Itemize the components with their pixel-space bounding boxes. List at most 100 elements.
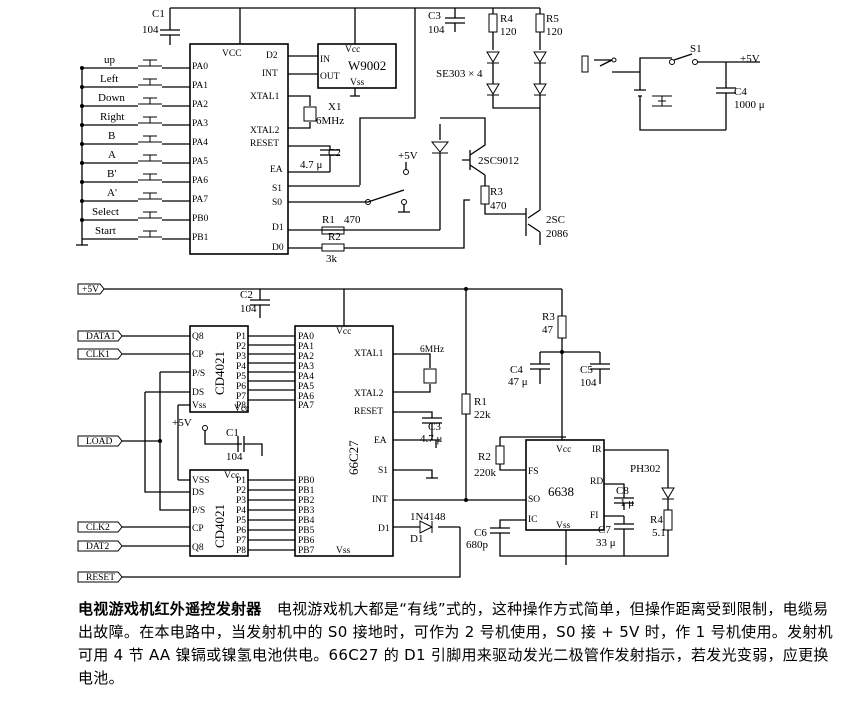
svg-text:DAT2: DAT2 — [86, 542, 109, 552]
svg-text:PA0: PA0 — [298, 332, 314, 342]
svg-text:Vss: Vss — [556, 521, 571, 531]
bottom-c5: C5 104 — [580, 352, 610, 389]
top-r4: R4 120 — [488, 8, 517, 50]
svg-text:C5: C5 — [580, 364, 593, 376]
svg-text:XTAL2: XTAL2 — [250, 126, 280, 136]
svg-text:+5V: +5V — [172, 417, 192, 429]
svg-text:Left: Left — [100, 73, 118, 85]
svg-text:R1: R1 — [474, 396, 487, 408]
bottom-c1: +5V C1 104 — [172, 417, 263, 463]
svg-text:CP: CP — [192, 350, 204, 360]
svg-text:P7: P7 — [236, 392, 246, 402]
svg-text:C4: C4 — [510, 364, 523, 376]
bottom-mcu-66c27: Vcc 66C27 PA0 PA1 PA2 PA3 PA4 PA5 PA6 PA… — [294, 289, 394, 557]
top-c3: C3 104 — [428, 8, 465, 36]
svg-text:XTAL2: XTAL2 — [354, 389, 384, 399]
svg-text:R2: R2 — [328, 231, 341, 243]
top-w9002: Vcc IN W9002 OUT Vss — [288, 8, 397, 97]
svg-text:Vss: Vss — [350, 78, 365, 88]
top-r3: R3 470 — [480, 175, 526, 215]
button-a: A — [80, 149, 190, 165]
svg-text:5.1: 5.1 — [652, 527, 666, 539]
svg-text:Vcc: Vcc — [234, 404, 249, 414]
svg-text:C2: C2 — [240, 289, 253, 301]
bottom-ic-6638: Vcc FS SO 6638 IC Vss IR RD FI — [525, 439, 669, 565]
svg-text:D1: D1 — [410, 533, 423, 545]
svg-text:Q8: Q8 — [192, 332, 204, 342]
svg-text:PA7: PA7 — [298, 401, 314, 411]
svg-text:PA0: PA0 — [192, 62, 208, 72]
svg-text:680p: 680p — [466, 539, 489, 551]
bottom-input-plus5v: +5V — [77, 283, 562, 295]
svg-text:PB6: PB6 — [298, 536, 315, 546]
svg-text:Vcc: Vcc — [345, 45, 360, 55]
svg-text:IN: IN — [320, 55, 330, 65]
top-power: S1 +5V C4 1000 μ — [581, 43, 765, 131]
svg-text:P7: P7 — [236, 536, 246, 546]
svg-text:A': A' — [107, 187, 117, 199]
svg-text:XTAL1: XTAL1 — [250, 92, 280, 102]
top-r1: R1 470 — [321, 214, 361, 235]
top-leds: SE303 × 4 — [288, 8, 547, 187]
svg-text:C7: C7 — [598, 524, 611, 536]
bottom-c2: C2 104 — [240, 289, 270, 318]
top-r5: R5 120 — [535, 8, 563, 50]
svg-text:Q8: Q8 — [192, 543, 204, 553]
svg-text:+5V: +5V — [398, 150, 418, 162]
svg-text:CLK2: CLK2 — [86, 523, 110, 533]
top-mcu-vcc: VCC — [222, 49, 242, 59]
svg-text:Vcc: Vcc — [224, 471, 239, 481]
svg-text:FI: FI — [590, 511, 598, 521]
svg-text:47: 47 — [542, 324, 554, 336]
button-left: Left — [80, 73, 190, 89]
top-buttons: up Left Down Right B — [80, 54, 190, 240]
svg-text:P2: P2 — [236, 486, 246, 496]
svg-text:Select: Select — [92, 206, 119, 218]
svg-text:C6: C6 — [474, 527, 487, 539]
svg-text:PB7: PB7 — [298, 546, 315, 556]
top-q2: 2SC 2086 — [525, 108, 569, 245]
button-a-prime: A' — [80, 187, 190, 203]
svg-text:C1: C1 — [226, 427, 239, 439]
svg-text:CD4021: CD4021 — [212, 504, 227, 548]
svg-text:PB4: PB4 — [298, 516, 315, 526]
svg-text:PB1: PB1 — [192, 233, 209, 243]
svg-text:1000 μ: 1000 μ — [734, 99, 765, 111]
svg-text:Right: Right — [100, 111, 124, 123]
bottom-inputs: DATA1 CLK1 LOAD CLK2 DAT2 RESET — [77, 330, 461, 583]
svg-text:22k: 22k — [474, 409, 491, 421]
svg-text:Down: Down — [98, 92, 125, 104]
button-up: up — [80, 54, 190, 70]
svg-text:2SC: 2SC — [546, 214, 565, 226]
bottom-c4: C4 47 μ — [508, 350, 600, 388]
svg-text:DS: DS — [192, 488, 204, 498]
button-select: Select — [80, 206, 190, 222]
svg-text:up: up — [104, 54, 116, 66]
top-mcu — [189, 43, 289, 255]
svg-text:1N4148: 1N4148 — [410, 511, 446, 523]
svg-text:B: B — [108, 130, 115, 142]
svg-text:DS: DS — [192, 388, 204, 398]
svg-text:PA6: PA6 — [192, 176, 208, 186]
svg-text:RD: RD — [590, 477, 603, 487]
svg-text:RESET: RESET — [86, 573, 115, 583]
svg-text:6MHz: 6MHz — [420, 345, 444, 355]
svg-text:PA4: PA4 — [192, 138, 208, 148]
svg-text:6638: 6638 — [548, 484, 574, 499]
svg-text:EA: EA — [270, 165, 283, 175]
svg-text:PA3: PA3 — [192, 119, 208, 129]
svg-text:Vss: Vss — [192, 401, 207, 411]
svg-text:104: 104 — [240, 303, 257, 315]
svg-text:B': B' — [107, 168, 116, 180]
svg-text:104: 104 — [142, 24, 159, 36]
svg-text:PB0: PB0 — [298, 476, 315, 486]
svg-text:104: 104 — [428, 24, 445, 36]
svg-text:104: 104 — [226, 451, 243, 463]
svg-text:FS: FS — [528, 467, 539, 477]
svg-text:S0: S0 — [272, 198, 282, 208]
svg-text:DATA1: DATA1 — [86, 332, 116, 342]
svg-text:104: 104 — [580, 377, 597, 389]
svg-text:2086: 2086 — [546, 228, 569, 240]
svg-text:C3: C3 — [428, 10, 441, 22]
svg-text:C1: C1 — [152, 8, 165, 20]
